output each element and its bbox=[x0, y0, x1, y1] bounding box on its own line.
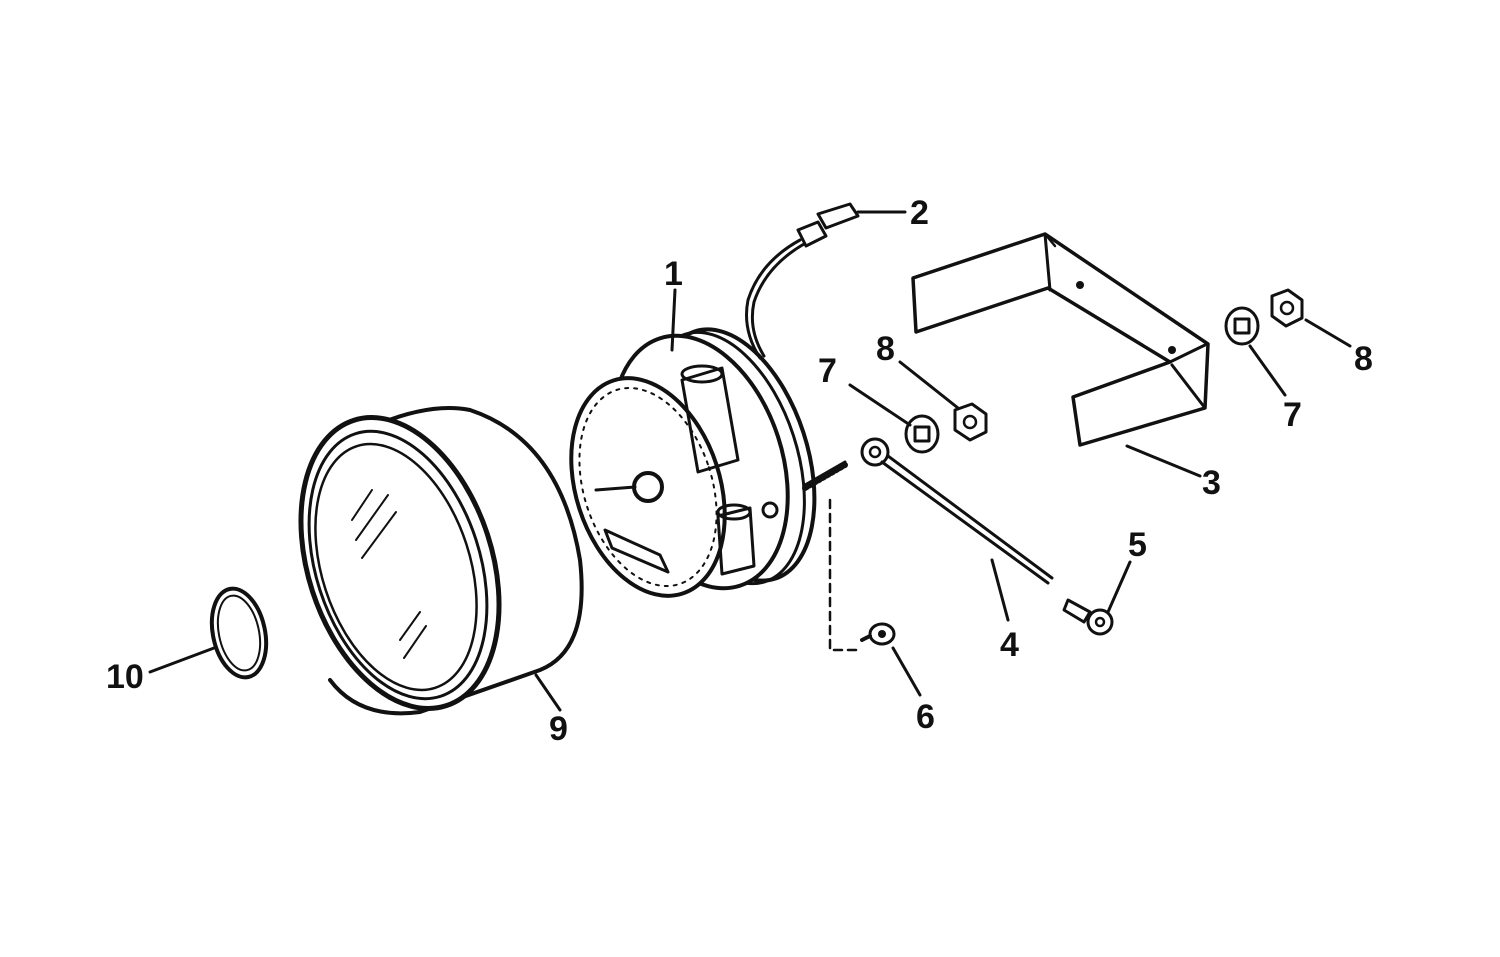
part-4-ground-strap bbox=[860, 437, 1054, 585]
part-5-ring-terminal bbox=[1062, 598, 1114, 636]
part-7-lock-washer-right bbox=[1224, 306, 1260, 346]
callout-8-right: 8 bbox=[1354, 340, 1373, 378]
callout-9: 9 bbox=[549, 710, 568, 748]
callout-8-left: 8 bbox=[876, 330, 895, 368]
part-3-u-bracket bbox=[911, 232, 1210, 447]
leader-lines bbox=[148, 210, 1352, 712]
part-7-lock-washer-left bbox=[904, 414, 940, 454]
part-1-gauge-movement bbox=[569, 327, 848, 598]
callout-2: 2 bbox=[910, 194, 929, 232]
part-8-hex-nut-left bbox=[953, 402, 988, 442]
callout-7-right: 7 bbox=[1283, 396, 1302, 434]
callout-4: 4 bbox=[1000, 626, 1019, 664]
part-6-screw bbox=[828, 498, 896, 652]
callout-5: 5 bbox=[1128, 526, 1147, 564]
callout-6: 6 bbox=[916, 698, 935, 736]
callout-10: 10 bbox=[106, 658, 144, 696]
callout-3: 3 bbox=[1202, 464, 1221, 502]
callout-7-left: 7 bbox=[818, 352, 837, 390]
part-10-o-ring bbox=[209, 586, 269, 680]
part-9-gauge-case bbox=[298, 406, 584, 716]
part-8-hex-nut-right bbox=[1270, 288, 1304, 328]
callout-1: 1 bbox=[664, 255, 683, 293]
part-2-wire-lead bbox=[745, 202, 860, 360]
